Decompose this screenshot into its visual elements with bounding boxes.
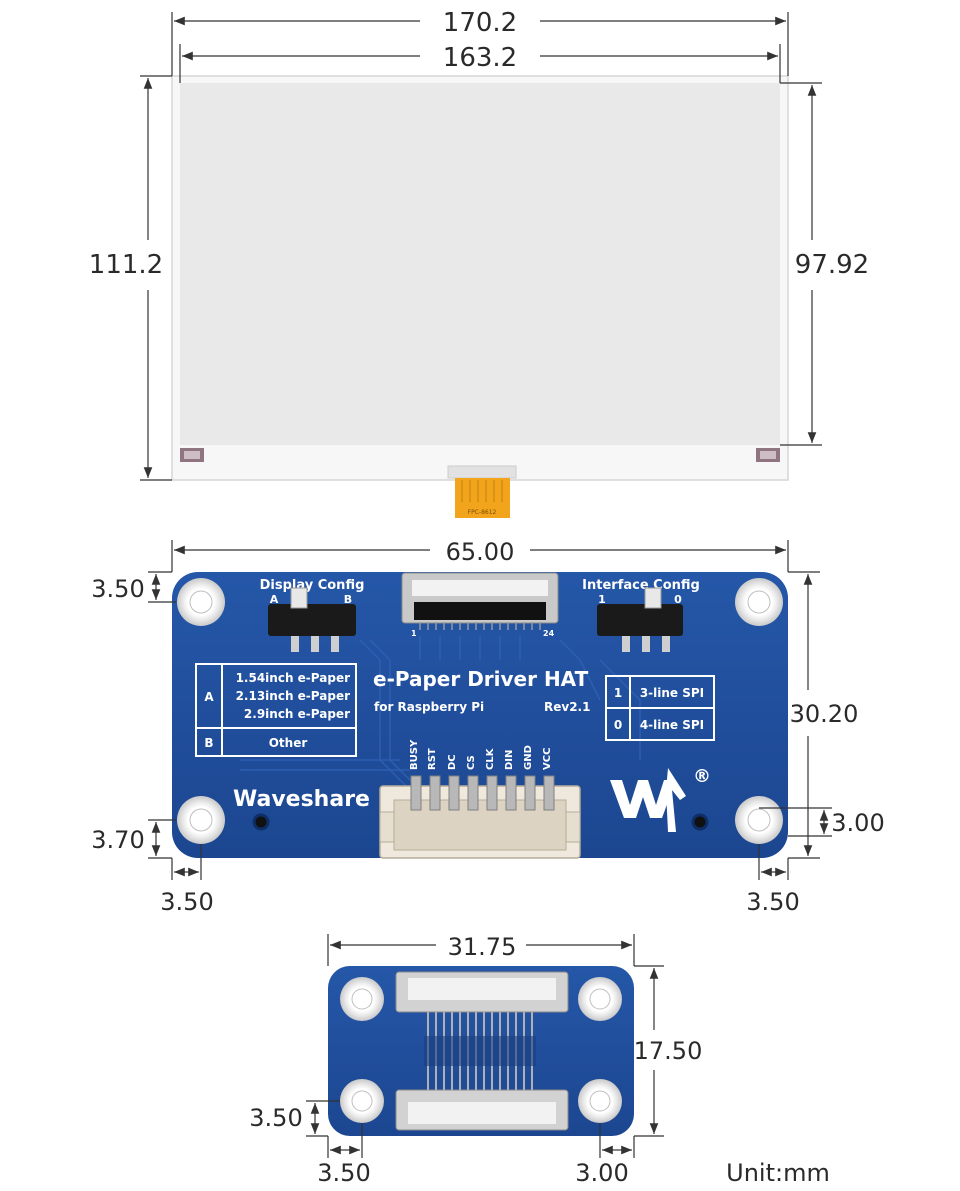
switch-slider[interactable] (290, 587, 308, 609)
dim-panel-outer-height: 111.2 (89, 75, 172, 481)
display-config-table (195, 663, 357, 757)
pin-label-din: DIN (504, 750, 515, 770)
svg-text:A: A (270, 593, 279, 606)
dim-adapter-hole-left: 3.50 (317, 1123, 371, 1187)
dim-label-3-50-left: 3.50 (160, 888, 213, 916)
interface-table-label: 4-line SPI (640, 718, 704, 732)
pin-label-dc: DC (447, 754, 458, 770)
switch-slider[interactable] (644, 587, 662, 609)
interface-table-key: 1 (614, 686, 622, 700)
brand-name: Waveshare (233, 787, 370, 812)
panel-fpc-cable (455, 478, 510, 518)
dim-label-3-70: 3.70 (91, 826, 144, 854)
dim-label-170: 170.2 (443, 8, 517, 38)
display-table-key-a: A (204, 690, 214, 704)
via-left (252, 813, 270, 831)
dim-hole-left-offset: 3.50 (160, 844, 214, 916)
dim-label-3-50-right: 3.50 (746, 888, 799, 916)
board-title: e-Paper Driver HAT (373, 667, 589, 691)
interface-table-label: 3-line SPI (640, 686, 704, 700)
fpc-pin-24-label: 24 (543, 629, 555, 638)
pin-label-gnd: GND (523, 745, 534, 770)
adapter-hole-bottom-right (578, 1079, 622, 1123)
fpc-connector-top[interactable] (401, 572, 559, 630)
dim-label-3-00-board: 3.00 (831, 809, 884, 837)
pin-label-clk: CLK (485, 747, 496, 770)
dim-hole-top-offset: 3.50 (91, 571, 176, 603)
interface-config-switch[interactable] (597, 587, 683, 652)
dim-adapter-hole-right: 3.00 (575, 1123, 635, 1187)
mount-hole-top-right (735, 578, 783, 626)
dim-label-3-50-adapter-left: 3.50 (317, 1159, 370, 1187)
dim-board-height: 30.20 (788, 571, 859, 859)
pcb-traces (240, 636, 641, 801)
waveshare-logo-icon (610, 768, 686, 832)
display-table-item: 2.13inch e-Paper (236, 689, 351, 703)
dim-label-31: 31.75 (448, 933, 517, 961)
via-right (691, 813, 709, 831)
adapter-hole-top-left (340, 977, 384, 1021)
mount-hole-bottom-left (177, 796, 225, 844)
dim-adapter-width: 31.75 (327, 933, 635, 966)
display-table-item: 1.54inch e-Paper (236, 671, 351, 685)
interface-config-title: Interface Config (582, 578, 700, 593)
board-subtitle: for Raspberry Pi (374, 700, 484, 714)
board-revision: Rev2.1 (544, 700, 590, 714)
dim-board-width: 65.00 (171, 538, 789, 572)
dim-panel-active-width: 163.2 (179, 43, 781, 83)
dim-hole-bottom-offset: 3.70 (91, 819, 176, 859)
dim-label-17: 17.50 (634, 1037, 703, 1065)
adapter-connector-top[interactable] (395, 971, 569, 1013)
pin-label-vcc: VCC (542, 748, 553, 770)
dim-panel-outer-width: 170.2 (171, 8, 789, 76)
dim-hole-right-offset: 3.50 (746, 844, 800, 916)
panel-active-area (180, 83, 780, 445)
dim-label-65: 65.00 (446, 538, 515, 566)
display-config-title: Display Config (260, 578, 365, 593)
fpc-label: FPC-8612 (468, 509, 497, 516)
epaper-panel: FPC-8612 (171, 75, 789, 518)
driver-pcb (172, 572, 788, 858)
dim-label-163: 163.2 (443, 43, 517, 73)
display-config-switch[interactable] (268, 587, 356, 652)
display-table-item: Other (269, 736, 308, 750)
driver-board: Display Config A B Interface Config 1 0 (172, 572, 788, 859)
dim-label-111: 111.2 (89, 250, 163, 280)
pin-label-rst: RST (427, 748, 438, 770)
svg-text:0: 0 (674, 593, 682, 606)
pin-label-cs: CS (466, 755, 477, 770)
pin-label-busy: BUSY (409, 739, 420, 770)
svg-text:B: B (344, 593, 352, 606)
adapter-connector-bottom[interactable] (395, 1089, 569, 1131)
unit-label: Unit:mm (726, 1159, 830, 1187)
dim-label-3-00-adapter: 3.00 (575, 1159, 628, 1187)
adapter-hole-bottom-left (340, 1079, 384, 1123)
dim-label-97: 97.92 (795, 250, 869, 280)
display-table-item: 2.9inch e-Paper (244, 707, 350, 721)
interface-config-table (605, 675, 715, 741)
dim-hole-right-bottom-offset: 3.00 (759, 807, 885, 837)
adapter-board (328, 966, 634, 1136)
dim-label-3-50-top: 3.50 (91, 575, 144, 603)
adapter-hole-top-right (578, 977, 622, 1021)
dim-panel-active-height: 97.92 (780, 82, 869, 446)
svg-text:1: 1 (598, 593, 606, 606)
dim-label-3-50-adapter-bottom: 3.50 (249, 1104, 302, 1132)
dim-adapter-height: 17.50 (634, 965, 703, 1137)
registered-mark: ® (693, 766, 711, 787)
mount-hole-bottom-right (735, 796, 783, 844)
interface-table-key: 0 (614, 718, 622, 732)
dim-adapter-hole-bottom: 3.50 (249, 1100, 340, 1137)
pin-header-connector[interactable] (379, 775, 581, 859)
panel-fpc-base (447, 465, 517, 479)
mount-hole-top-left (177, 578, 225, 626)
display-table-key-b: B (204, 736, 213, 750)
dim-label-30: 30.20 (790, 700, 859, 728)
fpc-pin-1-label: 1 (411, 629, 417, 638)
